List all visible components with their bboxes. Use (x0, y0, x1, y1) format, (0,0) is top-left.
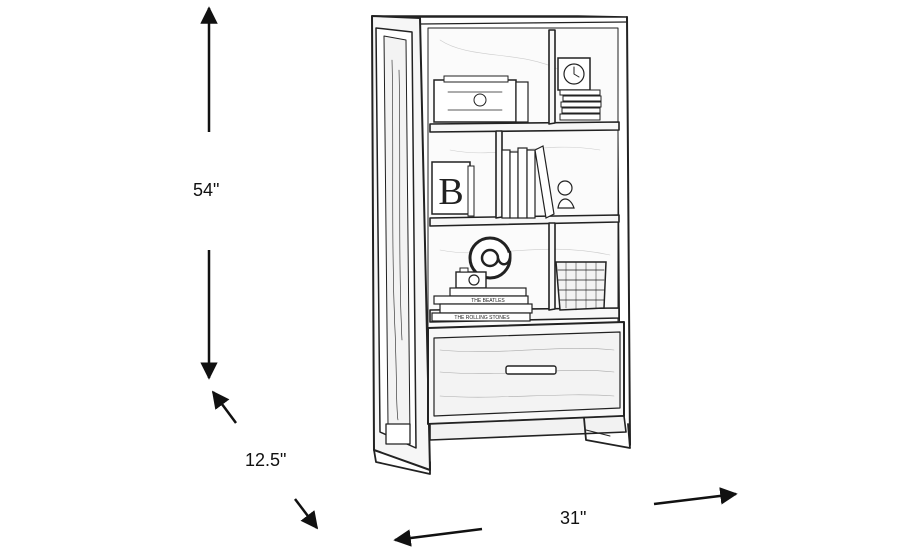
decor: B THE (431, 57, 607, 322)
decor-clock (557, 57, 602, 121)
width-arrow (393, 487, 738, 547)
decor-books-row (501, 145, 555, 219)
dividers (495, 29, 556, 311)
height-label: 54" (193, 180, 220, 200)
depth-arrow (211, 390, 319, 530)
shelf-letter: B (438, 171, 463, 213)
left-leg (373, 449, 431, 475)
right-leg (583, 417, 631, 449)
left-side-frame (371, 15, 431, 471)
decor-at-sign (468, 236, 512, 280)
drawer-handle (505, 365, 557, 375)
drawer (427, 321, 625, 425)
decor-book-stack: THE BEATLES THE ROLLING STONES (431, 287, 533, 322)
book-spine-1: THE BEATLES (471, 298, 505, 304)
decor-chest (433, 75, 529, 123)
decor-basket (555, 261, 607, 311)
decor-letter-block: B (431, 161, 475, 217)
width-label: 31" (560, 508, 587, 528)
depth-label: 12.5" (245, 450, 287, 470)
decor-figurine (557, 180, 575, 209)
book-spine-2: THE ROLLING STONES (454, 315, 510, 321)
